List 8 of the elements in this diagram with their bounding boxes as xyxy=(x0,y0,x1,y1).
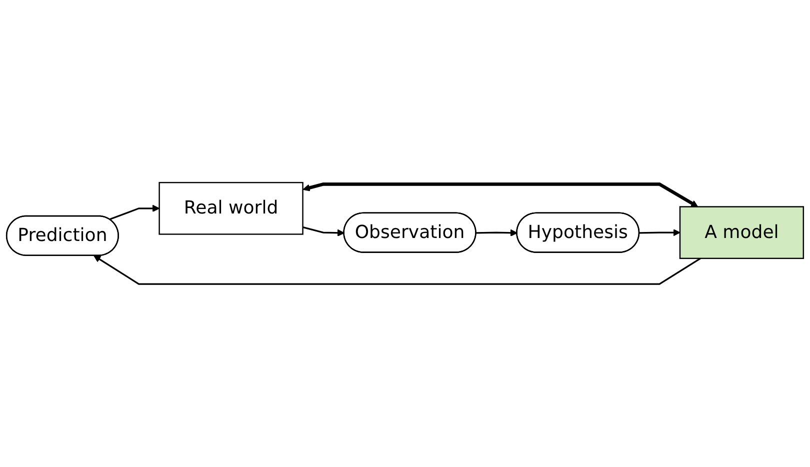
arrow xyxy=(302,226,345,237)
arrow xyxy=(476,229,518,237)
node-box: A model xyxy=(679,206,804,260)
arrow xyxy=(639,229,680,236)
arrow xyxy=(109,204,160,220)
node-box: Real world xyxy=(158,182,304,236)
arrow xyxy=(302,182,698,208)
arrow xyxy=(94,256,701,286)
